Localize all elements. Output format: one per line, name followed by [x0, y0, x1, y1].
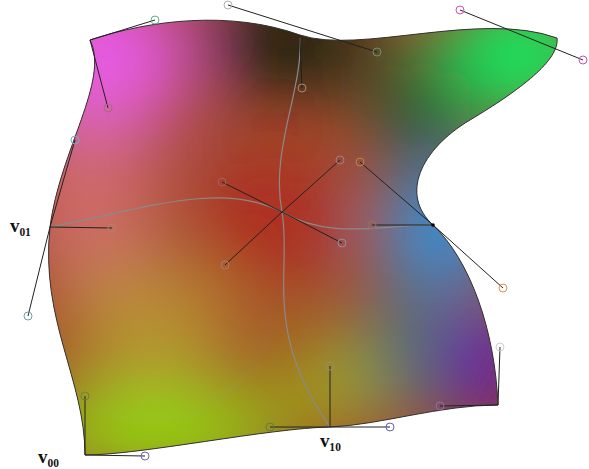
corner-point — [431, 223, 435, 227]
vertex-label: v₁₀ — [320, 431, 341, 450]
vertex-label: v₀₀ — [38, 447, 59, 466]
control-handles — [28, 5, 583, 456]
mesh-curves — [50, 38, 433, 427]
control-points — [24, 1, 587, 460]
vertex-label: v₀₁ — [10, 216, 31, 235]
patch-outline — [49, 20, 558, 455]
